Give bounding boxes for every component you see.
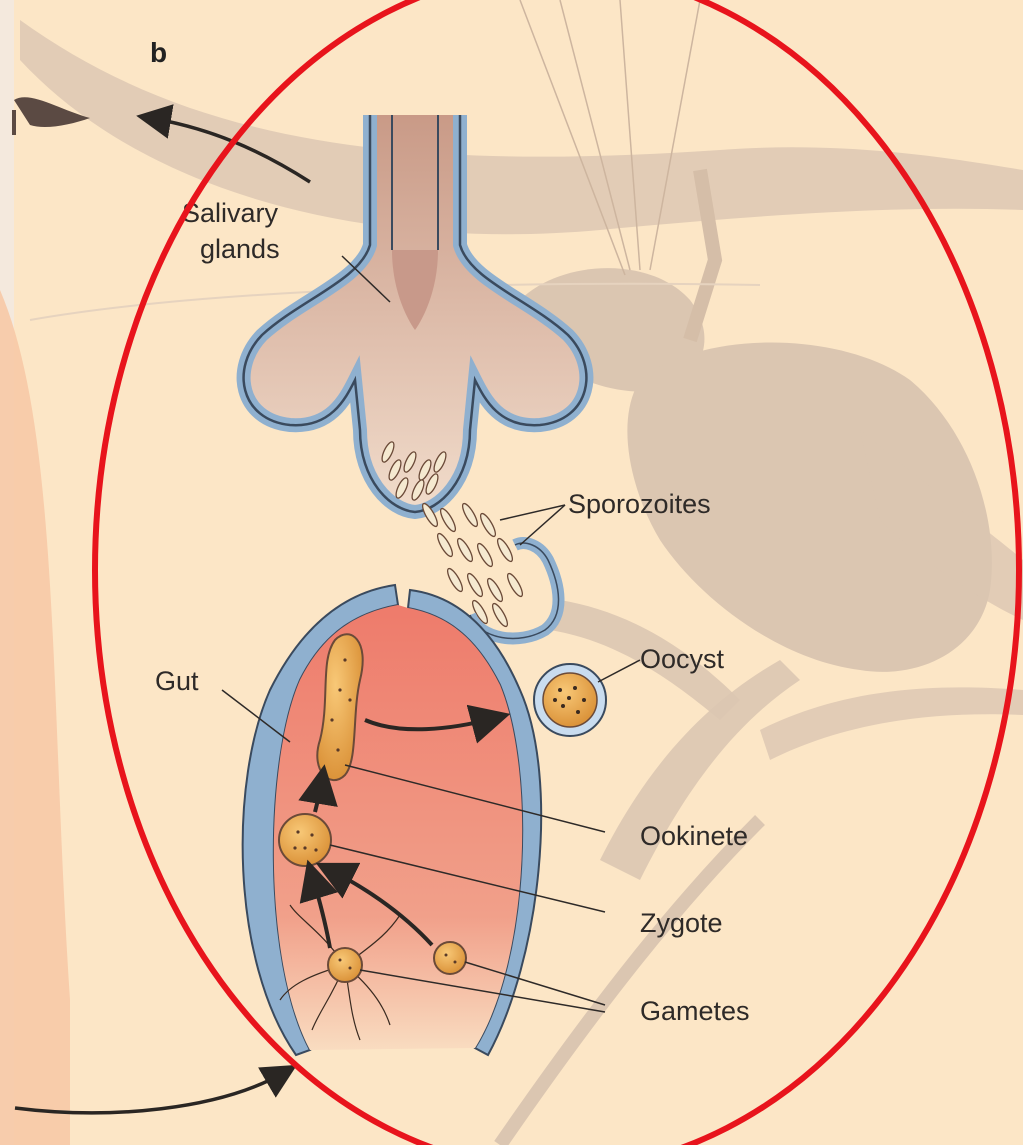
panel-letter: b (150, 37, 167, 68)
label-salivary: Salivary (182, 198, 279, 228)
oocyst (534, 660, 640, 736)
label-gametes: Gametes (640, 996, 750, 1026)
label-zygote: Zygote (640, 908, 723, 938)
left-figure-strip (0, 0, 70, 1145)
label-gut: Gut (155, 666, 199, 696)
label-glands: glands (200, 234, 280, 264)
mosquito-silhouette (20, 0, 1023, 1145)
label-oocyst: Oocyst (640, 644, 725, 674)
label-ookinete: Ookinete (640, 821, 748, 851)
sporozoites-leader-2 (520, 505, 565, 545)
label-sporozoites: Sporozoites (568, 489, 711, 519)
sporozoites-leader-1 (500, 505, 565, 520)
